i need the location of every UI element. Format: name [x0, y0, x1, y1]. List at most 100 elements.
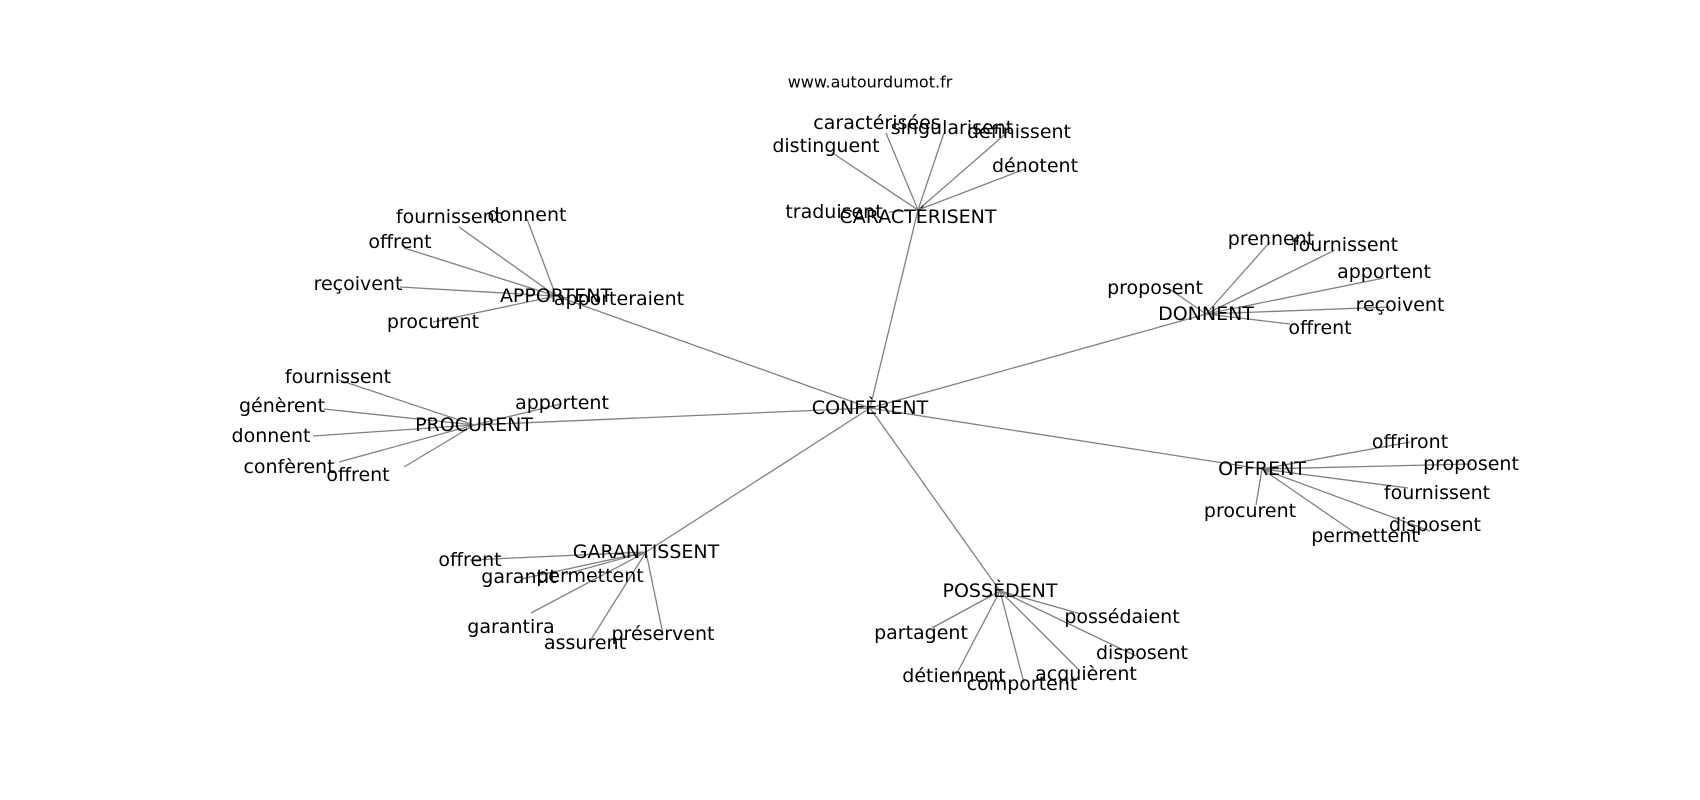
edge-hub-to-leaf — [1205, 241, 1271, 315]
leaf-node-label[interactable]: acquièrent — [1035, 663, 1137, 685]
leaf-node-label[interactable]: préservent — [612, 623, 715, 645]
leaf-node-label[interactable]: offrent — [368, 231, 431, 253]
edge-center-to-hub — [869, 407, 1001, 592]
leaf-node-label[interactable]: procurent — [387, 311, 479, 333]
edge-hub-to-leaf — [473, 403, 562, 426]
leaf-node-label[interactable]: singularisent — [891, 117, 1013, 139]
leaf-node-label[interactable]: détiennent — [902, 665, 1005, 687]
edge-hub-to-leaf — [999, 590, 1025, 684]
edge-hub-to-leaf — [403, 247, 557, 297]
leaf-node-label[interactable]: confèrent — [243, 456, 334, 478]
leaf-node-label[interactable]: permettent — [536, 565, 644, 587]
edge-hub-to-leaf — [1261, 468, 1431, 532]
leaf-node-label[interactable]: apporteraient — [554, 288, 684, 310]
leaf-node-label[interactable]: disposent — [1096, 642, 1188, 664]
edge-hub-to-leaf — [399, 286, 557, 297]
leaf-node-label[interactable]: apportent — [515, 392, 609, 414]
edge-hub-to-leaf — [565, 551, 647, 575]
edge-hub-to-leaf — [338, 379, 475, 426]
leaf-node-label[interactable]: définissent — [967, 121, 1071, 143]
leaf-node-label[interactable]: offrent — [1288, 317, 1351, 339]
leaf-node-label[interactable]: fournissent — [1292, 234, 1398, 256]
edge-hub-to-leaf — [555, 295, 568, 299]
hub-node-label[interactable]: DONNENT — [1158, 303, 1254, 325]
edge-hub-to-leaf — [1261, 468, 1409, 489]
edge-hub-to-leaf — [917, 132, 945, 211]
edge-hub-to-leaf — [645, 551, 664, 635]
edge-center-to-hub — [555, 295, 871, 409]
edge-hub-to-leaf — [917, 168, 1026, 211]
edge-center-to-hub — [869, 209, 919, 409]
leaf-node-label[interactable]: prennent — [1228, 228, 1314, 250]
leaf-node-label[interactable]: apportent — [1337, 261, 1431, 283]
leaf-node-label[interactable]: garantit — [481, 566, 556, 588]
labels-layer: www.autourdumot.fr CONFÈRENT CARACTÉRISEN… — [232, 73, 1519, 696]
edge-hub-to-leaf — [589, 551, 647, 642]
leaf-node-label[interactable]: proposent — [1423, 453, 1519, 475]
edge-hub-to-leaf — [917, 129, 1011, 211]
hub-node-label[interactable]: OFFRENT — [1218, 458, 1306, 480]
edge-hub-to-leaf — [888, 209, 919, 213]
edge-hub-to-leaf — [999, 590, 1081, 672]
edge-hub-to-leaf — [338, 424, 475, 463]
edge-center-to-hub — [473, 407, 871, 426]
leaf-node-label[interactable]: reçoivent — [314, 273, 403, 295]
center-node-label[interactable]: CONFÈRENT — [812, 396, 929, 419]
leaf-node-label[interactable]: permettent — [1311, 525, 1419, 547]
leaf-node-label[interactable]: comportent — [967, 673, 1078, 695]
leaf-node-label[interactable]: génèrent — [239, 395, 325, 417]
leaf-node-label[interactable]: partagent — [874, 622, 968, 644]
hub-node-label[interactable]: APPORTENT — [500, 285, 613, 307]
edge-hub-to-leaf — [432, 295, 557, 323]
edge-hub-to-leaf — [1205, 277, 1385, 315]
edge-center-to-hub — [645, 407, 871, 553]
hub-node-label[interactable]: GARANTISSENT — [573, 541, 720, 563]
leaf-node-label[interactable]: proposent — [1107, 277, 1203, 299]
leaf-node-label[interactable]: fournissent — [285, 366, 391, 388]
edge-hub-to-leaf — [1205, 306, 1391, 315]
edge-hub-to-leaf — [1205, 313, 1291, 325]
edges-layer — [312, 129, 1472, 684]
edge-hub-to-leaf — [526, 218, 557, 297]
edge-hub-to-leaf — [1261, 468, 1362, 538]
edge-hub-to-leaf — [458, 226, 557, 297]
leaf-node-label[interactable]: fournissent — [396, 206, 502, 228]
edge-center-to-hub — [869, 313, 1207, 409]
hub-node-label[interactable]: CARACTÉRISENT — [840, 205, 997, 228]
leaf-node-label[interactable]: caractérisées — [813, 112, 940, 134]
leaf-node-label[interactable]: garantira — [467, 616, 554, 638]
edge-hub-to-leaf — [931, 590, 1001, 629]
edge-hub-to-leaf — [530, 551, 647, 614]
edge-hub-to-leaf — [955, 590, 1001, 676]
edge-hub-to-leaf — [1261, 463, 1472, 470]
edge-hub-to-leaf — [469, 551, 647, 561]
edge-hub-to-leaf — [323, 408, 475, 426]
leaf-node-label[interactable]: assurent — [544, 632, 626, 654]
leaf-node-label[interactable]: donnent — [488, 204, 567, 226]
edge-hub-to-leaf — [1205, 249, 1336, 315]
edge-hub-to-leaf — [1261, 441, 1411, 470]
hub-node-label[interactable]: PROCURENT — [415, 414, 533, 436]
edge-hub-to-leaf — [1255, 468, 1263, 506]
leaf-node-label[interactable]: donnent — [232, 425, 311, 447]
leaf-node-label[interactable]: offrent — [326, 464, 389, 486]
leaf-node-label[interactable]: reçoivent — [1356, 294, 1445, 316]
leaf-node-label[interactable]: offriront — [1372, 431, 1448, 453]
edge-center-to-hub — [869, 407, 1263, 470]
edge-hub-to-leaf — [885, 132, 919, 211]
leaf-node-label[interactable]: dénotent — [992, 155, 1078, 177]
leaf-node-label[interactable]: procurent — [1204, 500, 1296, 522]
edge-hub-to-leaf — [833, 153, 919, 211]
edge-hub-to-leaf — [999, 590, 1082, 615]
edge-hub-to-leaf — [1167, 287, 1207, 315]
edge-hub-to-leaf — [403, 424, 475, 468]
watermark-text: www.autourdumot.fr — [788, 73, 953, 92]
leaf-node-label[interactable]: fournissent — [1384, 482, 1490, 504]
leaf-node-label[interactable]: disposent — [1389, 514, 1481, 536]
leaf-node-label[interactable]: offrent — [438, 549, 501, 571]
leaf-node-label[interactable]: possédaient — [1064, 606, 1179, 628]
leaf-node-label[interactable]: traduisent — [785, 201, 882, 223]
leaf-node-label[interactable]: distinguent — [772, 135, 879, 157]
hub-node-label[interactable]: POSSÈDENT — [943, 579, 1058, 602]
